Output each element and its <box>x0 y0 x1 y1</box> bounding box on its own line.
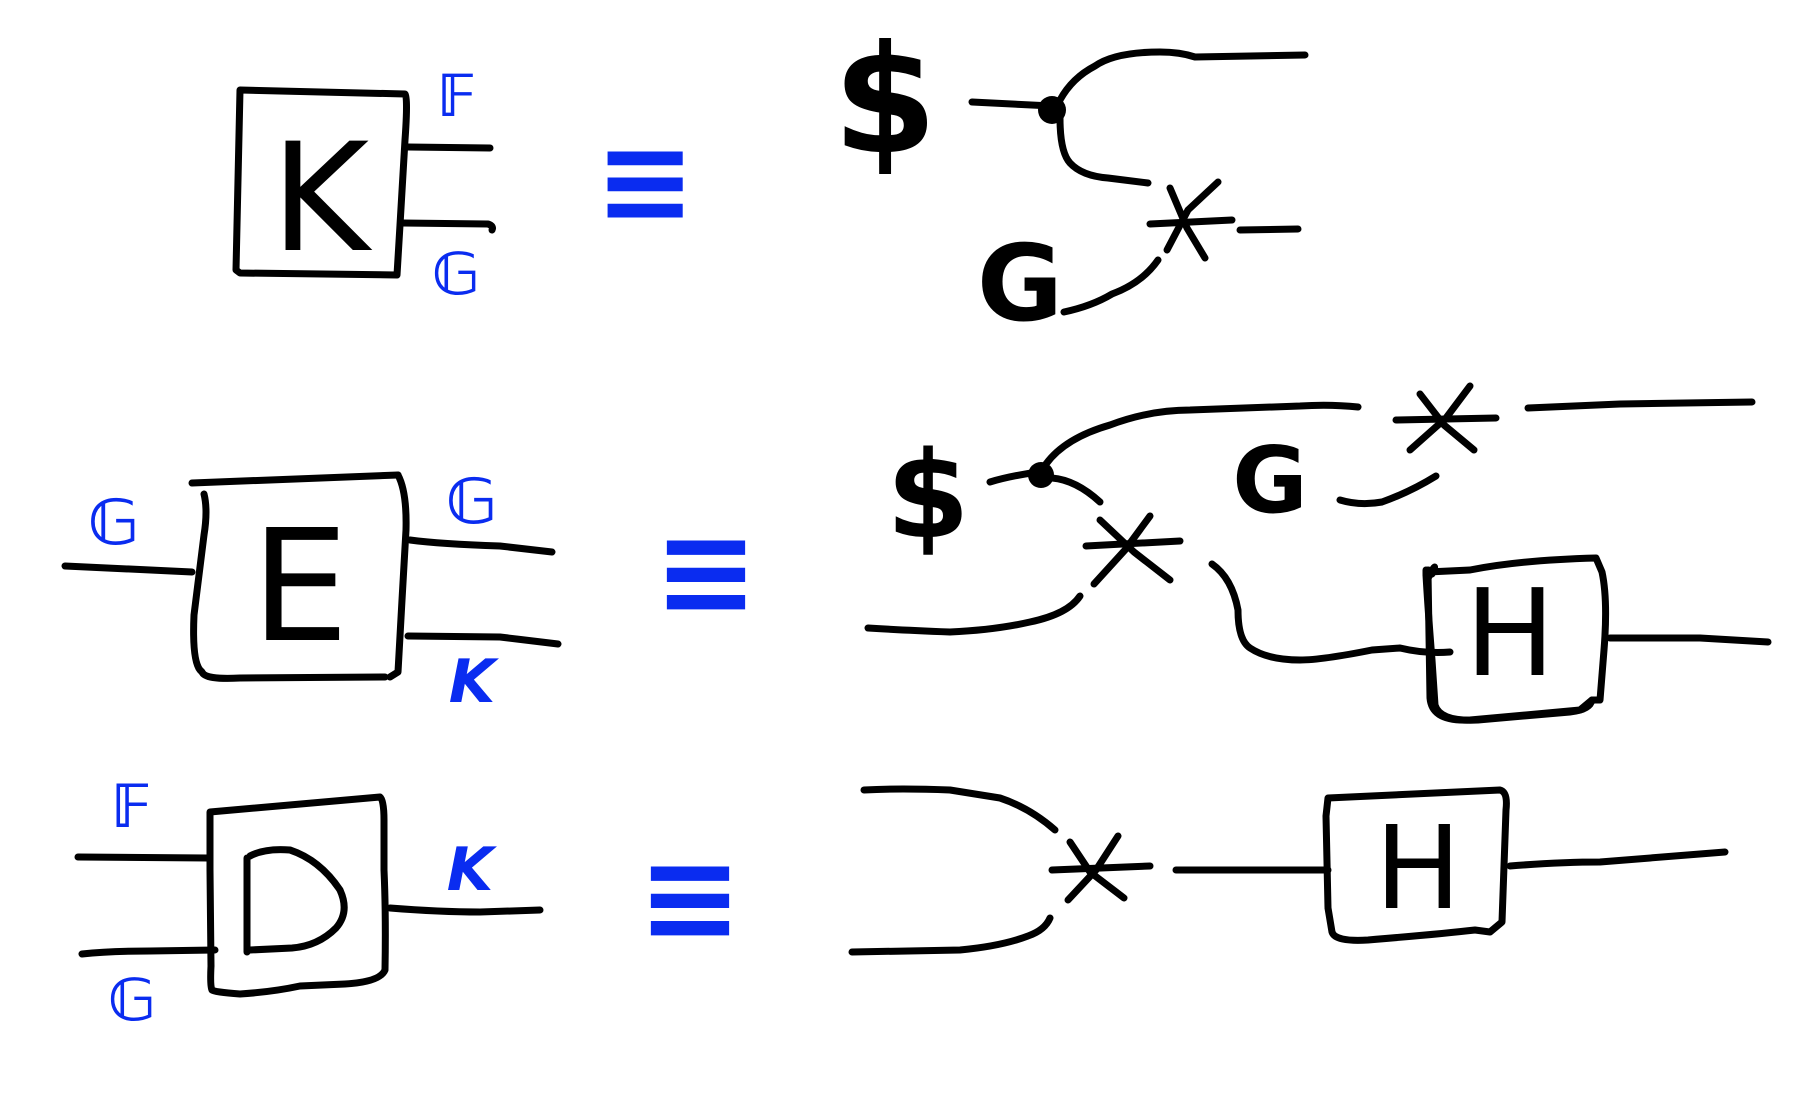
e-output-wire-bottom <box>404 632 562 648</box>
box-k <box>232 86 410 279</box>
k-output-label-g: 𝔾 <box>432 240 480 308</box>
row-d: 𝔽 𝔾 K ≡ H <box>74 772 1729 1034</box>
e-input-label-g: 𝔾 <box>88 486 139 559</box>
box-h-row3-output-wire <box>1506 848 1729 870</box>
g-wire-row2 <box>1336 472 1440 508</box>
rhs-row3-diagram: H <box>848 785 1729 956</box>
d-output-wire <box>386 904 544 916</box>
box-e-label: E <box>251 496 349 677</box>
row-e: E 𝔾 𝔾 K ≡ $ G <box>61 382 1772 724</box>
swap-bar-row1 <box>1146 216 1236 228</box>
swap-bar-top-row2 <box>1392 414 1500 424</box>
swap-output-wire-bottom-row2 <box>1208 560 1454 664</box>
swap-input-wire-bottom-row2 <box>864 592 1084 636</box>
k-output-label-f: 𝔽 <box>438 62 478 130</box>
box-d-letter <box>243 846 348 956</box>
copy-branch-bottom-row1 <box>1056 114 1152 187</box>
g-wire-row1 <box>1060 256 1162 316</box>
lhs-e-box-diagram: E 𝔾 𝔾 K <box>61 465 562 717</box>
swap-bar-row2 <box>1082 537 1184 550</box>
swap-cross-a-row1 <box>1166 184 1209 262</box>
g-glyph-row2: G <box>1232 427 1308 534</box>
swap-cross-b-row1 <box>1163 178 1222 254</box>
copy-branch-bottom-row2 <box>1048 474 1104 506</box>
equals-sign-row2: ≡ <box>654 499 759 644</box>
swap-output-wire-top-row2 <box>1524 398 1756 412</box>
lhs-d-box-diagram: 𝔽 𝔾 K <box>74 772 544 1034</box>
d-input-wire-bottom <box>78 946 219 958</box>
d-input-wire-top <box>74 853 212 862</box>
copy-input-wire-row1 <box>968 98 1056 110</box>
rhs-row1-diagram: $ G <box>833 14 1309 345</box>
box-e <box>190 471 410 682</box>
equals-sign-row1: ≡ <box>595 112 696 251</box>
swap-input-wire-top-row3 <box>860 785 1059 834</box>
swap-cross-c-row2 <box>1416 390 1478 454</box>
row-k: K 𝔽 𝔾 ≡ $ G <box>232 14 1309 345</box>
g-glyph-row1: G <box>977 223 1063 345</box>
k-output-wire-bottom <box>398 219 496 234</box>
swap-cross-a-row2 <box>1096 516 1174 584</box>
dollar-glyph-row2: $ <box>886 427 970 566</box>
k-output-wire-top <box>404 143 494 152</box>
equals-sign-row3: ≡ <box>638 825 743 970</box>
d-input-label-g: 𝔾 <box>108 966 156 1034</box>
box-h-row2-output-wire <box>1606 634 1772 646</box>
d-input-label-f: 𝔽 <box>112 772 153 842</box>
swap-output-wire-row1 <box>1236 225 1302 234</box>
e-output-label-k: K <box>449 647 500 717</box>
box-h-row2-outline <box>1424 554 1610 724</box>
swap-input-wire-bottom-row3 <box>848 914 1054 956</box>
copy-branch-top-row2 <box>1042 401 1362 468</box>
copy-branch-top-row1 <box>1056 48 1309 104</box>
box-e-top-line <box>188 471 402 487</box>
rhs-row2-diagram: $ G H <box>864 382 1772 724</box>
e-output-label-g: 𝔾 <box>446 465 497 538</box>
box-d <box>206 793 389 998</box>
box-k-label: K <box>271 112 373 286</box>
swap-bar-row3 <box>1048 862 1154 874</box>
d-output-label-k: K <box>447 835 498 905</box>
e-input-wire <box>61 562 196 576</box>
lhs-k-box-diagram: K 𝔽 𝔾 <box>232 62 496 308</box>
copy-node-dot-row2 <box>1028 462 1054 488</box>
dollar-glyph-row1: $ <box>833 14 937 188</box>
box-h-row3 <box>1322 786 1510 944</box>
box-h-row3-label: H <box>1375 802 1461 936</box>
swap-cross-b-row2 <box>1090 512 1154 588</box>
e-output-wire-top <box>406 536 556 556</box>
box-h-row2-label: H <box>1465 565 1555 704</box>
